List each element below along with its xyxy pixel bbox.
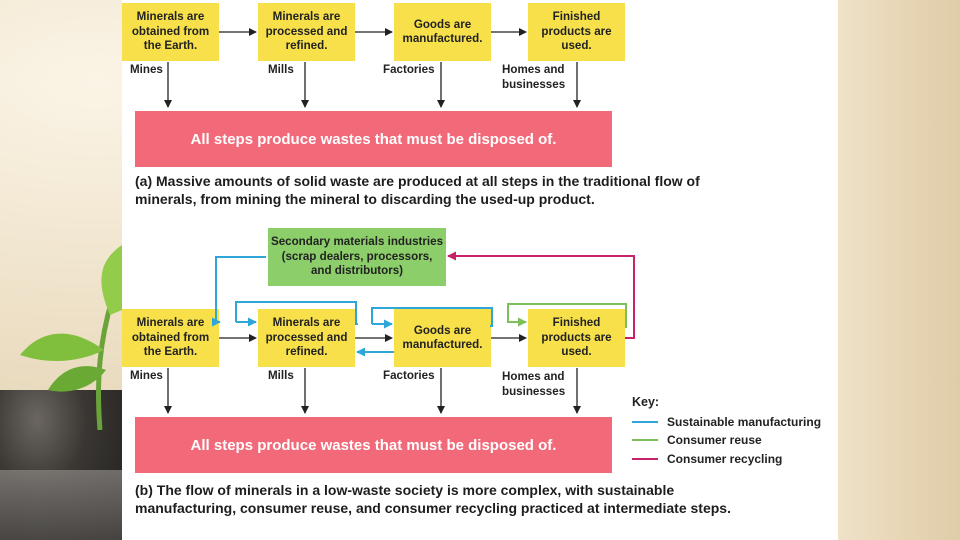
secondary-materials-box: Secondary materials industries (scrap de… (268, 228, 446, 286)
caption-b: (b) The flow of minerals in a low-waste … (135, 482, 731, 516)
key-item-sustainable: Sustainable manufacturing (632, 414, 821, 430)
stage-box-used-b: Finished products are used. (528, 309, 625, 367)
caption-a: (a) Massive amounts of solid waste are p… (135, 173, 700, 207)
key-label-sustainable: Sustainable manufacturing (667, 415, 822, 429)
stage-box-refined-b: Minerals are processed and refined. (258, 309, 355, 367)
stage-box-manufactured-b: Goods are manufactured. (394, 309, 491, 367)
key-item-recycling: Consumer recycling (632, 451, 782, 467)
key-line-magenta (632, 458, 658, 460)
site-label-factories-b: Factories (383, 369, 435, 382)
stone-decoration (0, 470, 124, 540)
stage-box-manufactured-a: Goods are manufactured. (394, 3, 491, 61)
stage-box-refined-a: Minerals are processed and refined. (258, 3, 355, 61)
key-line-blue (632, 421, 658, 423)
site-label-mines-b: Mines (130, 369, 163, 382)
site-label-factories-a: Factories (383, 63, 435, 76)
site-label-homes-b: Homes and businesses (502, 370, 566, 398)
sprout-decoration (20, 245, 122, 430)
background-right-strip (838, 0, 960, 540)
stage-box-earth-b: Minerals are obtained from the Earth. (122, 309, 219, 367)
stage-box-used-a: Finished products are used. (528, 3, 625, 61)
site-label-homes-a: Homes and businesses (502, 63, 566, 91)
waste-banner-b: All steps produce wastes that must be di… (135, 417, 612, 473)
key-label-reuse: Consumer reuse (667, 433, 762, 447)
site-label-mills-b: Mills (268, 369, 294, 382)
key-line-green (632, 439, 658, 441)
waste-banner-a: All steps produce wastes that must be di… (135, 111, 612, 167)
key-label-recycling: Consumer recycling (667, 452, 783, 466)
key-title: Key: (632, 395, 660, 409)
stage-box-earth-a: Minerals are obtained from the Earth. (122, 3, 219, 61)
site-label-mines-a: Mines (130, 63, 163, 76)
key-item-reuse: Consumer reuse (632, 432, 762, 448)
site-label-mills-a: Mills (268, 63, 294, 76)
